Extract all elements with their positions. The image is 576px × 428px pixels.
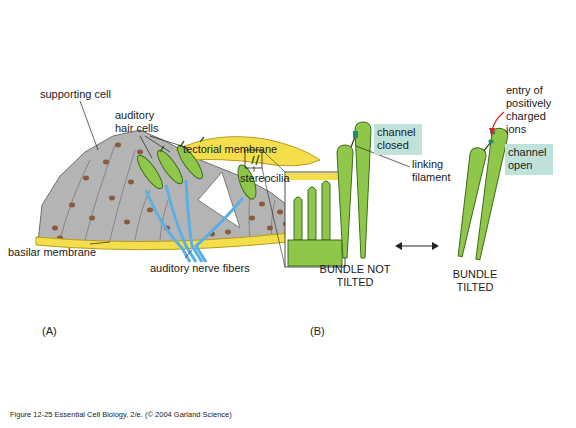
part-label: entry of positively charged ions [506,84,562,136]
channel-open-symbol [488,139,493,143]
cell-nucleus [137,150,143,155]
figure-caption: Figure 12-25 Essential Cell Biology, 2/e… [10,410,232,419]
stereocilium [355,122,371,258]
inset [285,172,345,267]
part-label: tectorial membrane [183,143,303,156]
inset-stereocilium [294,197,302,240]
part-label: basilar membrane [8,246,103,259]
bundle-upright [337,122,371,258]
nerve-fiber [146,190,190,262]
inset-frame [285,172,345,267]
cell-nucleus [109,196,115,201]
linking-filament-line [351,137,355,147]
leader-line [80,101,98,150]
arrowhead [432,242,439,250]
cell-nucleus [225,230,231,235]
part-label: stereocilia [240,172,320,185]
nerve-fibers [146,180,243,262]
cell-nucleus [89,216,95,221]
leader-line [185,250,192,258]
leader-line [90,242,110,244]
linking-filament-line [484,142,490,152]
leader-line [140,136,188,158]
part-label: (B) [310,325,340,338]
cell-nucleus [267,226,273,231]
cell-nucleus [83,176,89,181]
organ-of-corti [36,101,345,267]
channel-box: channel closed [374,124,422,155]
inset-stereocilium [322,181,330,240]
box-text: channel open [508,146,550,172]
leader-lines [80,101,254,258]
part-label: (A) [42,325,72,338]
part-label: BUNDLE TILTED [445,268,505,294]
tunnel [198,172,240,228]
cell-nucleus [103,160,109,165]
part-label: supporting cell [40,88,160,101]
inset-stereocilium [308,187,316,240]
leader-line [254,166,255,172]
supporting-cell-mass [38,130,308,242]
cell-nucleus [249,216,255,221]
cell-nucleus [115,143,121,148]
part-label: auditory hair cells [115,109,170,135]
zoom-line [262,150,285,267]
part-label: linking filament [412,158,462,184]
nerve-fiber [166,185,196,262]
stereocilium [337,145,353,258]
cell-nucleus [52,226,58,231]
cell-nucleus [259,202,265,207]
inset-cell-body [288,240,342,266]
ion-arrowhead [489,128,495,136]
box-text: channel closed [377,126,419,152]
inset-tectorial [286,173,344,180]
channel-closed-symbol [353,131,358,138]
cell-nucleus [147,208,153,213]
channel-box: channel open [505,144,553,175]
cell-nucleus [277,210,283,215]
part-label: auditory nerve fibers [150,262,290,275]
cell-nucleus [128,180,134,185]
arrowhead [395,242,402,250]
bundle-tilted [452,124,509,261]
double-arrow-shaft [400,245,434,246]
bundle-panel [337,112,509,261]
stereocilium [470,127,509,261]
tectorial-membrane-shape [176,137,320,166]
nerve-fiber [196,198,243,262]
cell-nucleus [69,203,75,208]
cell-nucleus [124,220,130,225]
part-label: BUNDLE NOT TILTED [314,263,396,289]
